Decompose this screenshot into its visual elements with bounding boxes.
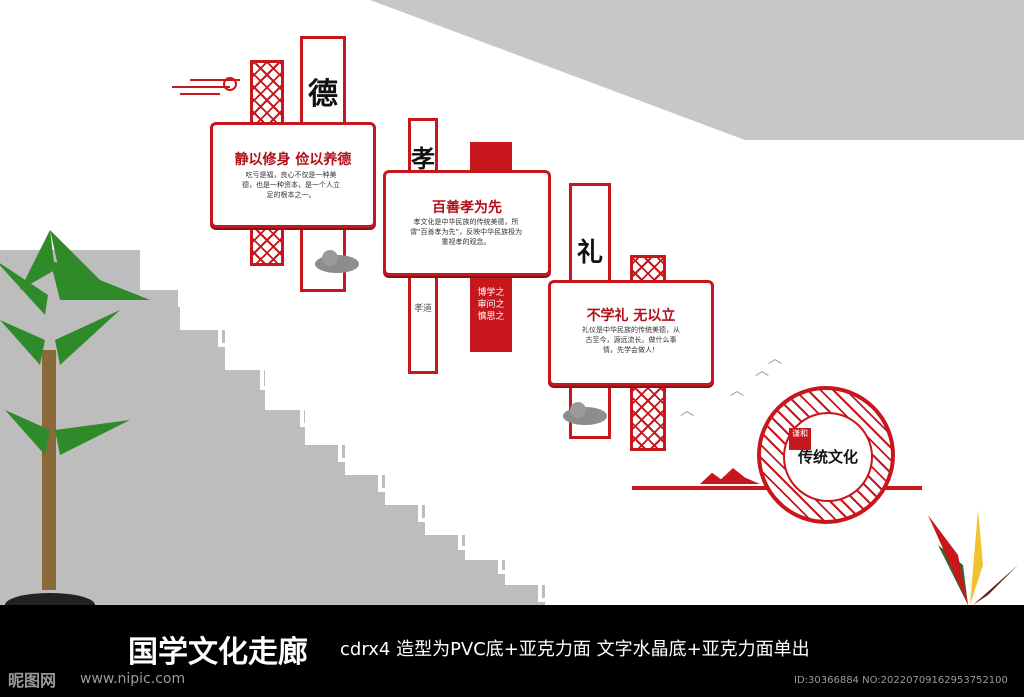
emblem-center: 传统文化 谦和 [783, 412, 873, 502]
cloud-scroll-decoration [172, 77, 240, 95]
char-li: 礼 [576, 238, 603, 268]
gray-cloud-icon [315, 250, 359, 273]
emblem-lattice: 传统文化 谦和 [757, 386, 895, 524]
bird-icon: ︿ [768, 351, 782, 367]
char-xiao: 孝 [411, 144, 435, 173]
plant-right-icon [928, 510, 1018, 605]
watermark-url: www.nipic.com [80, 671, 186, 687]
gray-cloud-icon [563, 402, 607, 425]
panel-xiao-title: 百善孝为先 [432, 200, 502, 216]
caption-desc: cdrx4 造型为PVC底+亚克力面 文字水晶底+亚克力面单出 [340, 639, 810, 660]
bird-icon: ︿ [730, 383, 744, 399]
bird-icon: ︿ [680, 403, 694, 419]
panel-de: 静以修身 俭以养德 吃亏是福，良心不仅是一种美德，也是一种资本，是一个人立足的根… [210, 122, 376, 228]
caption-title: 国学文化走廊 [128, 635, 308, 670]
panel-xiao: 百善孝为先 孝文化是中华民族的传统美德，所谓“百善孝为先”，反映中华民族极为重视… [383, 170, 551, 276]
panel-li-text: 礼仪是中华民族的传统美德，从古至今，源远流长。做什么事情，先学会做人！ [582, 326, 680, 354]
plant-left-icon [0, 230, 150, 617]
panel-li-title: 不学礼 无以立 [586, 308, 676, 324]
red-banner-text: 博学之 审问之 慎思之 [477, 288, 505, 322]
panel-de-title: 静以修身 俭以养德 [234, 152, 352, 168]
panel-de-text: 吃亏是福，良心不仅是一种美德，也是一种资本，是一个人立足的根本之一。 [242, 171, 340, 199]
watermark-logo: 昵图网 [8, 671, 57, 690]
panel-xiao-text: 孝文化是中华民族的传统美德，所谓“百善孝为先”，反映中华民族极为重视孝的观念。 [409, 218, 523, 246]
emblem-seal: 谦和 [789, 428, 811, 450]
panel-li: 不学礼 无以立 礼仪是中华民族的传统美德，从古至今，源远流长。做什么事情，先学会… [548, 280, 714, 386]
caption-bar: 国学文化走廊 cdrx4 造型为PVC底+亚克力面 文字水晶底+亚克力面单出 昵… [0, 605, 1024, 697]
brush-text: 孝道 [413, 304, 432, 314]
char-de: 德 [308, 77, 338, 112]
watermark-id: ID:30366884 NO:20220709162953752100 [794, 675, 1008, 686]
bird-icon: ︿ [755, 363, 769, 379]
emblem-title: 传统文化 [797, 448, 858, 466]
